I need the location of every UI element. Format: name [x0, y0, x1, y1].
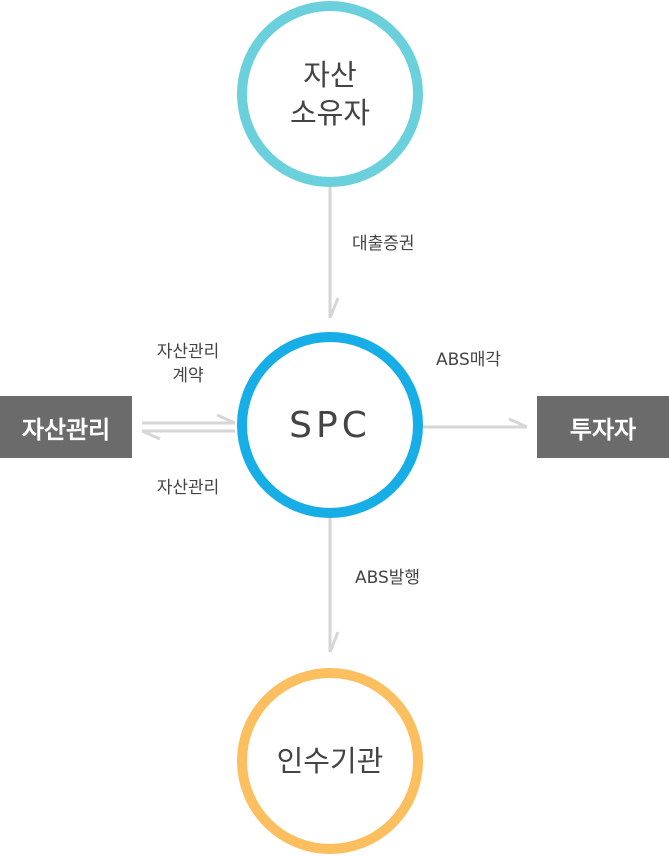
arrowhead-spc-underwriter [328, 631, 340, 653]
edge-label-management: 자산관리 [156, 478, 220, 498]
node-spc: SPC [237, 332, 423, 518]
arrowhead-owner-spc [328, 297, 340, 319]
node-asset-manager: 자산관리 [0, 396, 132, 458]
node-underwriter-label: 인수기관 [276, 744, 384, 778]
arrowhead-spc-manager [141, 429, 161, 441]
arrowhead-spc-investor [508, 417, 528, 429]
node-spc-label: SPC [289, 404, 371, 446]
node-underwriter: 인수기관 [237, 668, 423, 854]
node-investor-label: 투자자 [569, 415, 637, 444]
arrowhead-manager-spc [216, 413, 236, 425]
node-asset-manager-label: 자산관리 [21, 415, 111, 444]
node-investor: 투자자 [537, 396, 669, 458]
edge-label-management-contract: 자산관리 계약 [156, 342, 220, 386]
node-asset-owner-label: 자산 소유자 [289, 58, 371, 130]
edge-label-abs-issue: ABS발행 [355, 568, 421, 588]
edge-label-abs-sale: ABS매각 [436, 350, 502, 370]
edge-label-loan-securities: 대출증권 [352, 234, 415, 254]
node-asset-owner: 자산 소유자 [237, 1, 423, 187]
